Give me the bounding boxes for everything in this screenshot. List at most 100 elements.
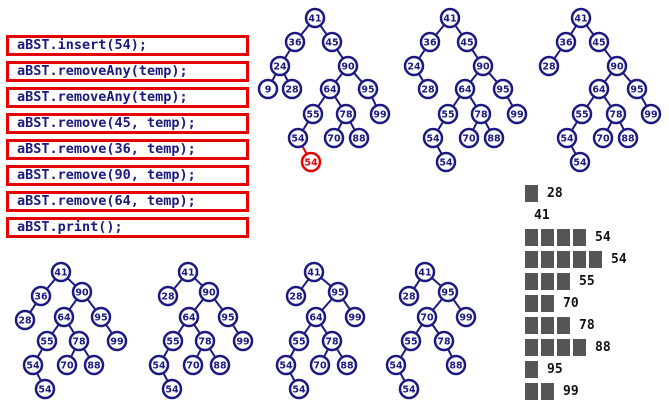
tree-node-64: 64 bbox=[454, 78, 476, 100]
node-label: 90 bbox=[341, 62, 355, 73]
node-label: 90 bbox=[476, 62, 490, 73]
node-circle bbox=[30, 285, 52, 307]
node-label: 28 bbox=[542, 62, 556, 73]
tree-node-90: 90 bbox=[337, 55, 359, 77]
node-circle bbox=[403, 55, 425, 77]
node-circle bbox=[470, 103, 492, 125]
node-circle bbox=[300, 151, 322, 173]
node-label: 45 bbox=[460, 38, 473, 49]
node-label: 95 bbox=[361, 85, 374, 96]
node-label: 88 bbox=[449, 361, 463, 372]
edge-95-64 bbox=[321, 298, 333, 311]
tree-node-54: 54 bbox=[287, 127, 309, 149]
node-label: 36 bbox=[559, 38, 573, 49]
node-label: 55 bbox=[404, 337, 417, 348]
node-circle bbox=[305, 306, 327, 328]
edge-64-78 bbox=[334, 96, 342, 107]
node-label: 64 bbox=[57, 313, 71, 324]
node-label: 70 bbox=[420, 313, 434, 324]
tree-node-45: 45 bbox=[321, 31, 343, 53]
node-circle bbox=[369, 103, 391, 125]
tree-node-95: 95 bbox=[626, 78, 648, 100]
tree-node-64: 64 bbox=[53, 306, 75, 328]
node-label: 88 bbox=[352, 134, 366, 145]
edge-55-54 bbox=[301, 121, 310, 131]
depth-square bbox=[573, 339, 586, 356]
edge-78-88 bbox=[484, 121, 491, 131]
print-value: 28 bbox=[547, 186, 563, 201]
node-label: 28 bbox=[402, 292, 416, 303]
node-label: 54 bbox=[426, 134, 440, 145]
edge-41-28 bbox=[172, 278, 184, 290]
node-circle bbox=[416, 306, 438, 328]
node-label: 45 bbox=[325, 38, 338, 49]
node-label: 41 bbox=[574, 14, 587, 25]
edge-36-24 bbox=[418, 48, 426, 60]
tree-node-45: 45 bbox=[588, 31, 610, 53]
node-circle bbox=[605, 103, 627, 125]
tree-node-28: 28 bbox=[417, 78, 439, 100]
tree-node-41: 41 bbox=[439, 7, 461, 29]
edge-64-78 bbox=[603, 95, 612, 108]
tree-node-54: 54 bbox=[22, 354, 44, 376]
edge-78-88 bbox=[82, 348, 91, 358]
depth-square bbox=[557, 251, 570, 268]
node-circle bbox=[161, 378, 183, 400]
edge-54-54 bbox=[162, 372, 169, 382]
tree-node-54: 54 bbox=[288, 378, 310, 400]
node-label: 99 bbox=[110, 337, 123, 348]
tree-node-78: 78 bbox=[68, 330, 90, 352]
edge-90-64 bbox=[469, 72, 479, 83]
tree-node-64: 64 bbox=[319, 78, 341, 100]
node-circle bbox=[288, 378, 310, 400]
edge-55-54 bbox=[36, 348, 44, 358]
edge-55-54 bbox=[289, 348, 296, 358]
depth-square bbox=[525, 295, 538, 312]
print-row-28: 28 bbox=[520, 185, 669, 207]
edge-41-45 bbox=[454, 24, 463, 36]
tree-node-54: 54 bbox=[398, 378, 420, 400]
node-label: 64 bbox=[323, 85, 337, 96]
node-label: 70 bbox=[60, 361, 74, 372]
print-row-54: 54 bbox=[520, 229, 669, 251]
tree-node-90: 90 bbox=[606, 55, 628, 77]
op-remove-90: aBST.remove(90, temp); bbox=[6, 165, 249, 186]
node-circle bbox=[148, 354, 170, 376]
depth-square bbox=[525, 339, 538, 356]
node-circle bbox=[22, 354, 44, 376]
node-circle bbox=[309, 354, 331, 376]
tree-node-28: 28 bbox=[281, 78, 303, 100]
tree-node-54: 54 bbox=[148, 354, 170, 376]
edge-78-70 bbox=[70, 348, 76, 358]
op-remove-45: aBST.remove(45, temp); bbox=[6, 113, 249, 134]
tree-node-99: 99 bbox=[106, 330, 128, 352]
node-label: 95 bbox=[331, 288, 344, 299]
edge-78-88 bbox=[208, 348, 217, 358]
node-circle bbox=[385, 354, 407, 376]
node-label: 95 bbox=[221, 313, 234, 324]
edge-64-78 bbox=[320, 323, 328, 335]
node-circle bbox=[162, 330, 184, 352]
node-label: 78 bbox=[474, 110, 488, 121]
node-circle bbox=[177, 261, 199, 283]
node-circle bbox=[285, 285, 307, 307]
depth-square bbox=[557, 317, 570, 334]
edge-64-55 bbox=[51, 323, 60, 335]
tree-node-99: 99 bbox=[232, 330, 254, 352]
node-circle bbox=[335, 103, 357, 125]
node-label: 99 bbox=[348, 313, 361, 324]
node-label: 54 bbox=[152, 361, 166, 372]
tree-node-24: 24 bbox=[403, 55, 425, 77]
node-circle bbox=[284, 31, 306, 53]
edge-90-64 bbox=[603, 72, 613, 83]
tree-node-90: 90 bbox=[71, 281, 93, 303]
tree-node-28: 28 bbox=[285, 285, 307, 307]
node-circle bbox=[556, 127, 578, 149]
node-label: 64 bbox=[182, 313, 196, 324]
node-circle bbox=[640, 103, 662, 125]
tree-node-95: 95 bbox=[492, 78, 514, 100]
depth-square bbox=[557, 229, 570, 246]
